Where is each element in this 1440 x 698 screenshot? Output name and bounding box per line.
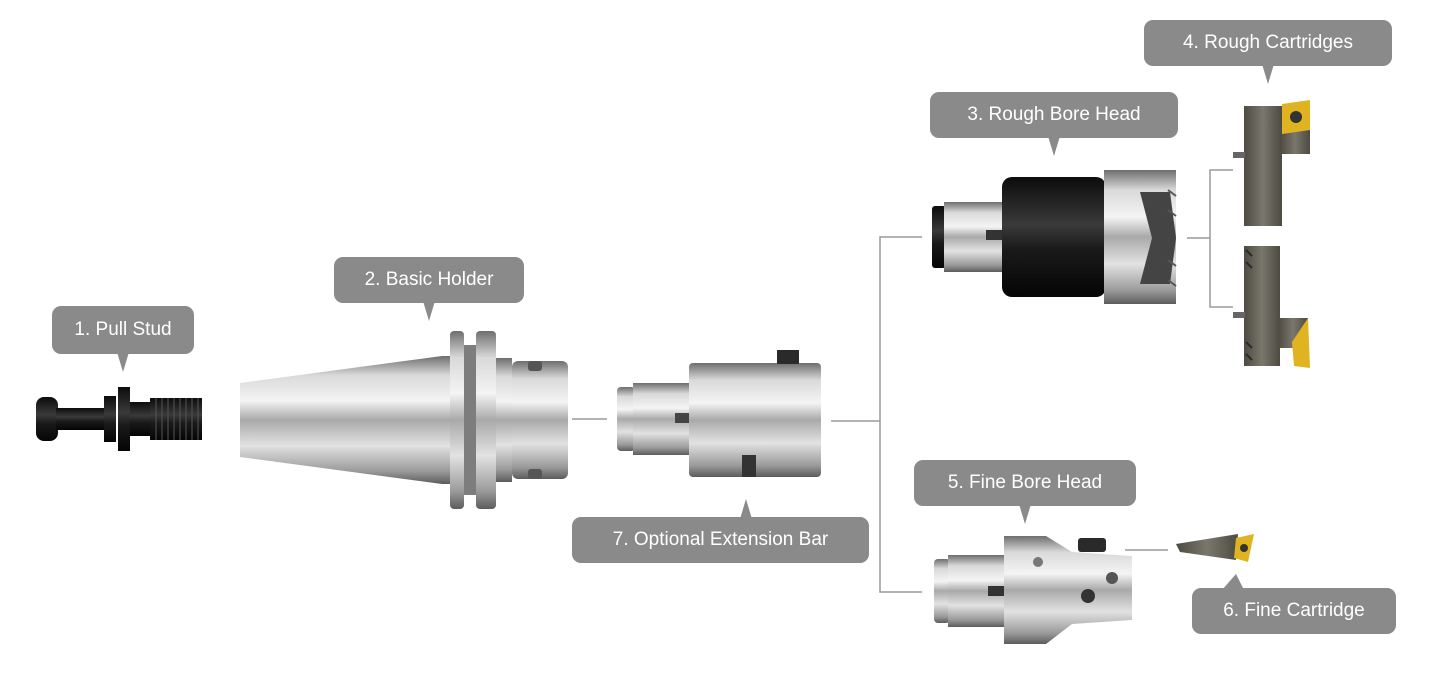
- callout-rough-cartridges: 4. Rough Cartridges: [1144, 20, 1392, 84]
- pull-stud-icon: [36, 387, 202, 451]
- extension-bar-icon: [617, 350, 821, 477]
- callout-extension-bar: 7. Optional Extension Bar: [572, 499, 869, 563]
- label-extension-bar: 7. Optional Extension Bar: [612, 529, 829, 550]
- label-rough-cartridges: 4. Rough Cartridges: [1182, 32, 1354, 53]
- callout-basic-holder: 2. Basic Holder: [334, 257, 524, 321]
- label-fine-bore-head: 5. Fine Bore Head: [947, 472, 1103, 493]
- label-basic-holder: 2. Basic Holder: [364, 269, 494, 290]
- rough-cartridge-icon: [1233, 100, 1310, 226]
- fine-cartridge-icon: [1176, 534, 1254, 562]
- callout-fine-cartridge: 6. Fine Cartridge: [1192, 574, 1396, 634]
- callout-rough-bore-head: 3. Rough Bore Head: [930, 92, 1178, 156]
- basic-holder-icon: [240, 331, 568, 509]
- rough-cartridge-icon: [1233, 246, 1310, 368]
- fine-bore-head-icon: [934, 536, 1132, 644]
- label-rough-bore-head: 3. Rough Bore Head: [967, 104, 1141, 125]
- connector-lines: [572, 169, 1233, 593]
- callout-fine-bore-head: 5. Fine Bore Head: [914, 460, 1136, 524]
- callout-pull-stud: 1. Pull Stud: [52, 306, 194, 372]
- label-fine-cartridge: 6. Fine Cartridge: [1223, 600, 1365, 621]
- label-pull-stud: 1. Pull Stud: [74, 319, 172, 340]
- rough-bore-head-icon: [932, 170, 1177, 304]
